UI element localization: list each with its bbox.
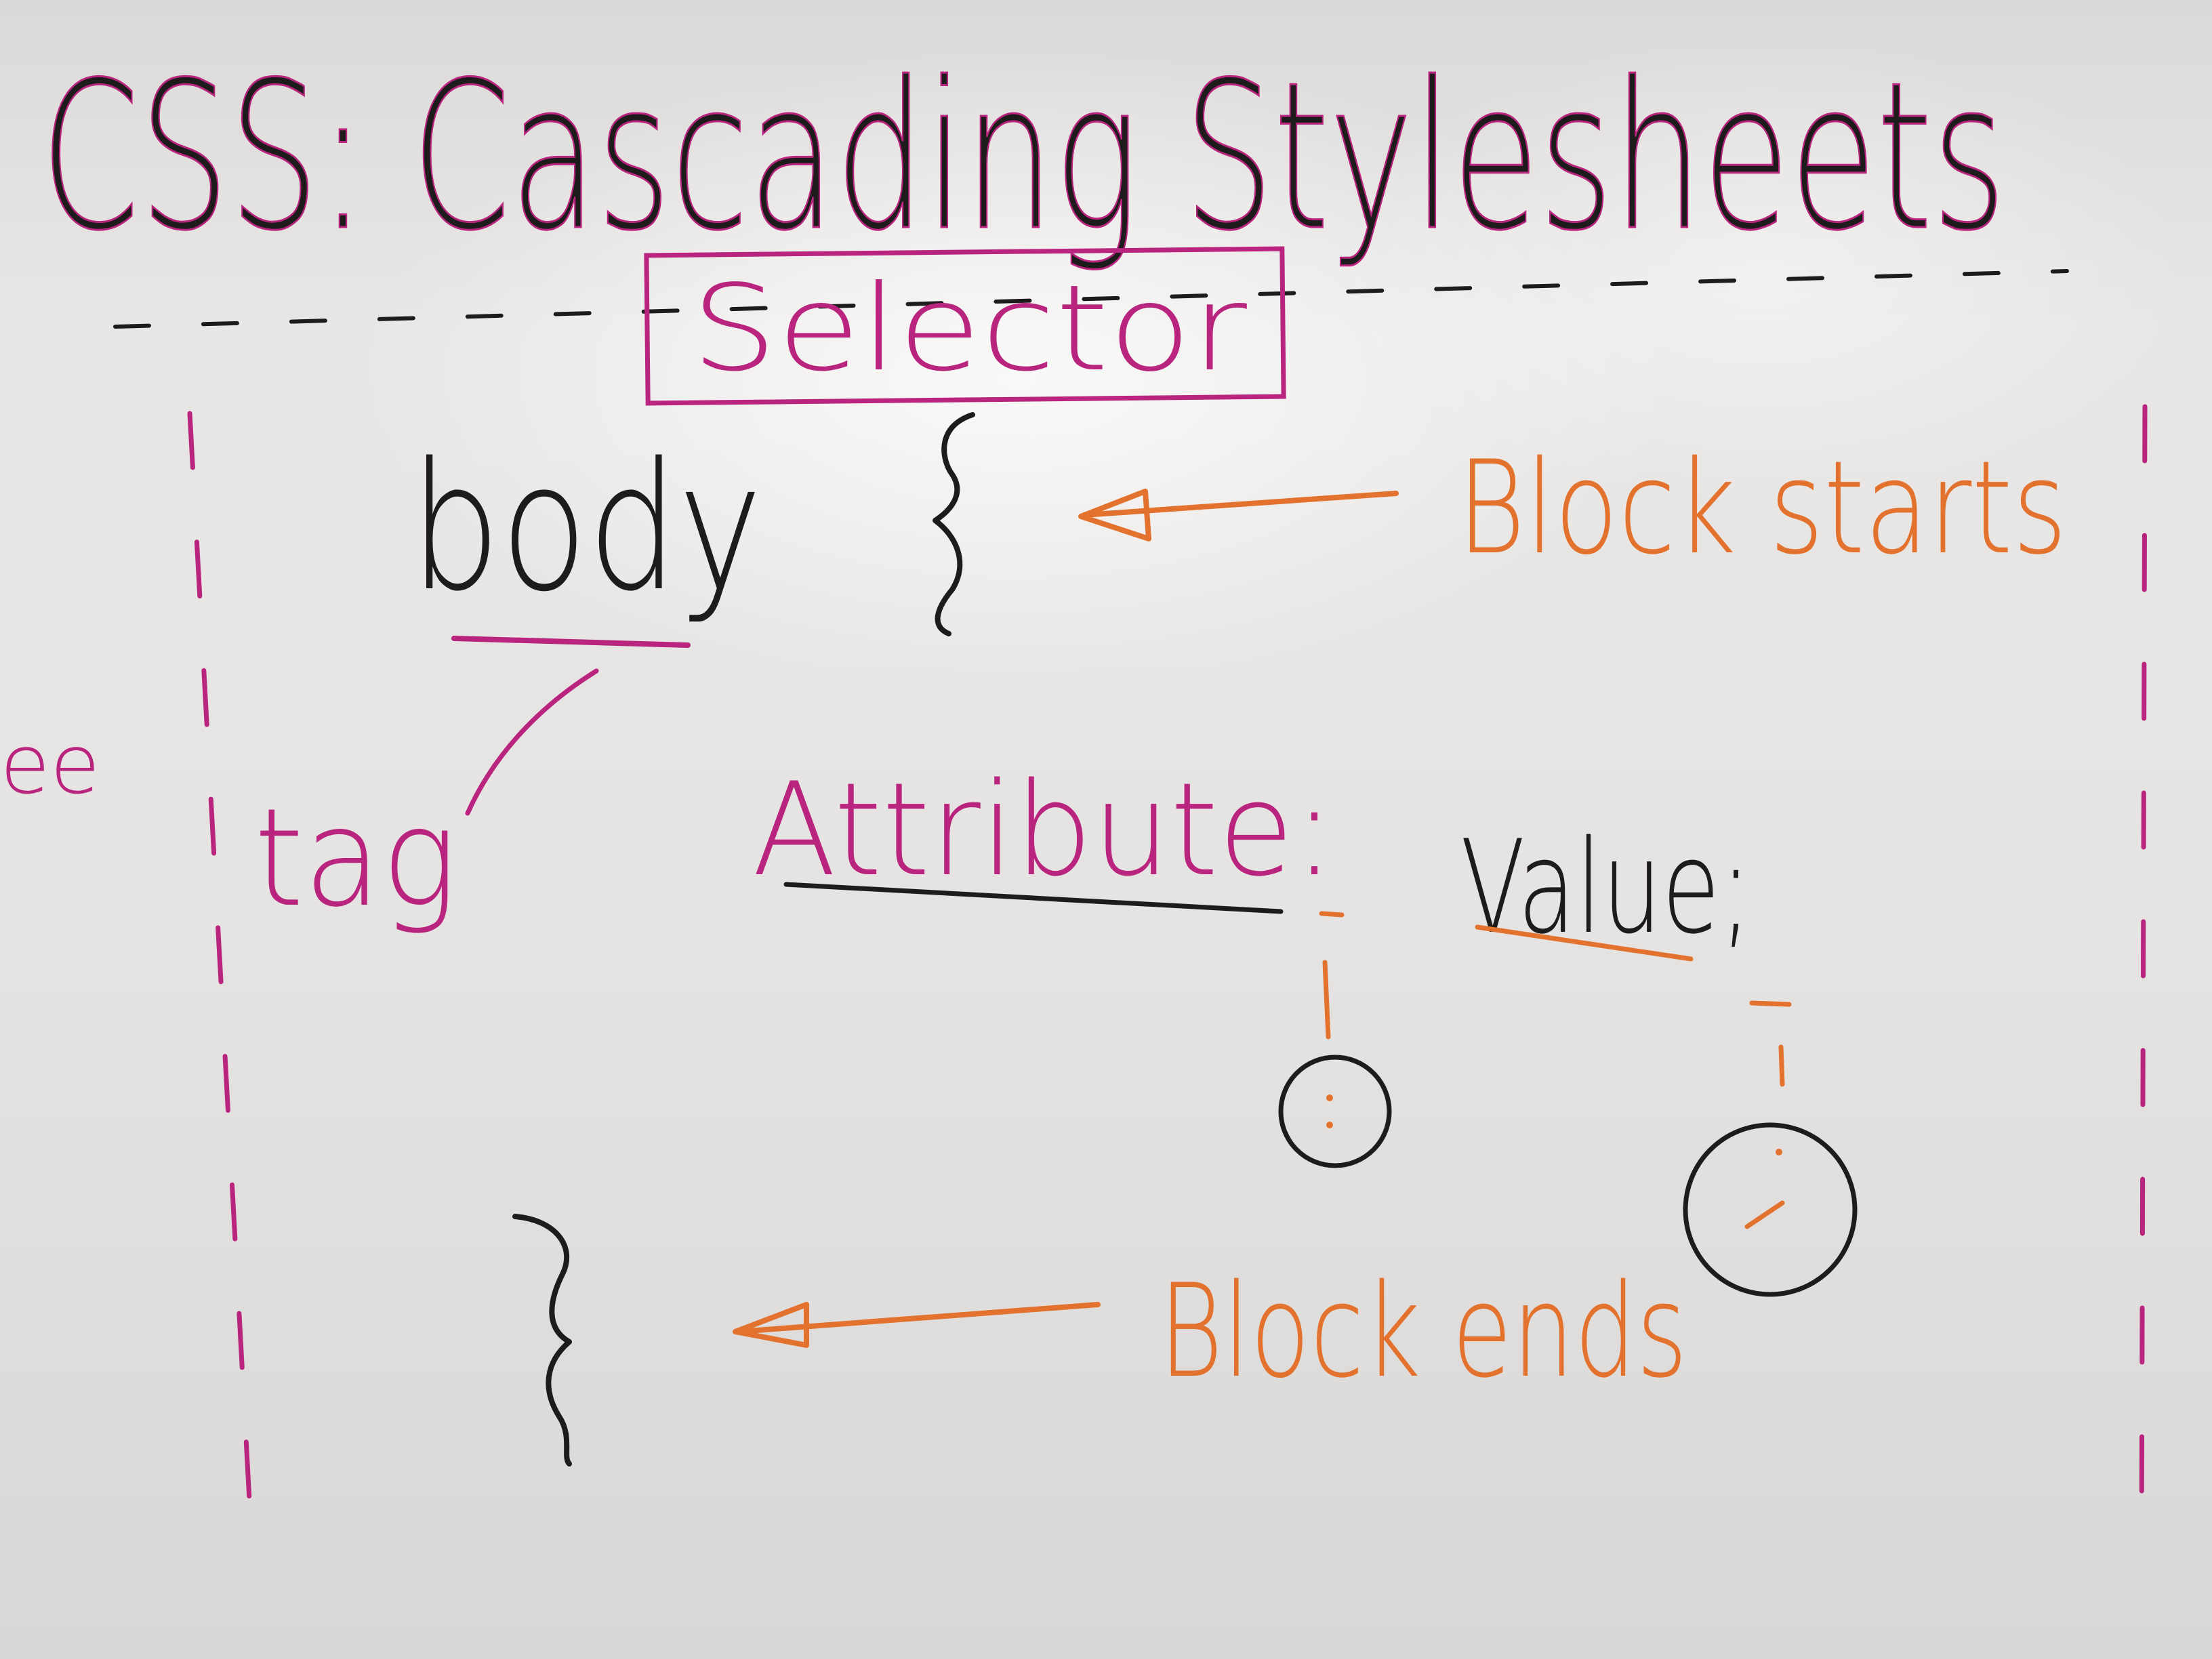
- colon-dot-top: [1326, 1094, 1333, 1101]
- semicolon-tail: [1744, 1200, 1785, 1229]
- block-starts-arrowhead: [1078, 489, 1151, 541]
- edge-fragment-text: ee: [0, 718, 100, 813]
- block-starts-arrow-shaft: [1082, 491, 1399, 518]
- value-label: Value;: [1460, 813, 1752, 962]
- block-ends-arrow-shaft: [736, 1302, 1101, 1334]
- value-underline: [1475, 924, 1694, 962]
- attribute-underline: [783, 882, 1284, 914]
- tag-label: tag: [254, 779, 457, 937]
- block-ends-arrowhead: [733, 1302, 809, 1348]
- selector-label: Selector: [691, 260, 1247, 398]
- semicolon-dot: [1776, 1149, 1782, 1155]
- block-starts-label: Block starts: [1457, 433, 2067, 583]
- semicolon-callout-line: [1778, 1044, 1785, 1087]
- colon-dot-bottom: [1326, 1122, 1333, 1128]
- title-text: CSS: Cascading Stylesheets: [41, 39, 2006, 275]
- colon-callout-line: [1322, 960, 1331, 1040]
- attribute-label: Attribute:: [752, 755, 1335, 905]
- semicolon-marker: [1749, 1000, 1792, 1007]
- colon-marker: [1319, 911, 1345, 918]
- left-block-boundary: [187, 411, 253, 1528]
- opening-brace: [933, 412, 975, 636]
- body-underline: [451, 636, 691, 648]
- colon-zoom-circle: [1278, 1054, 1392, 1168]
- right-block-boundary: [2139, 404, 2148, 1555]
- closing-brace: [512, 1214, 572, 1467]
- tag-connector-line: [465, 668, 599, 816]
- body-label: body: [410, 426, 762, 630]
- semicolon-zoom-circle: [1683, 1122, 1858, 1297]
- selector-box: [644, 246, 1286, 406]
- block-ends-label: Block ends: [1159, 1256, 1687, 1406]
- title-divider-line: [113, 269, 2069, 329]
